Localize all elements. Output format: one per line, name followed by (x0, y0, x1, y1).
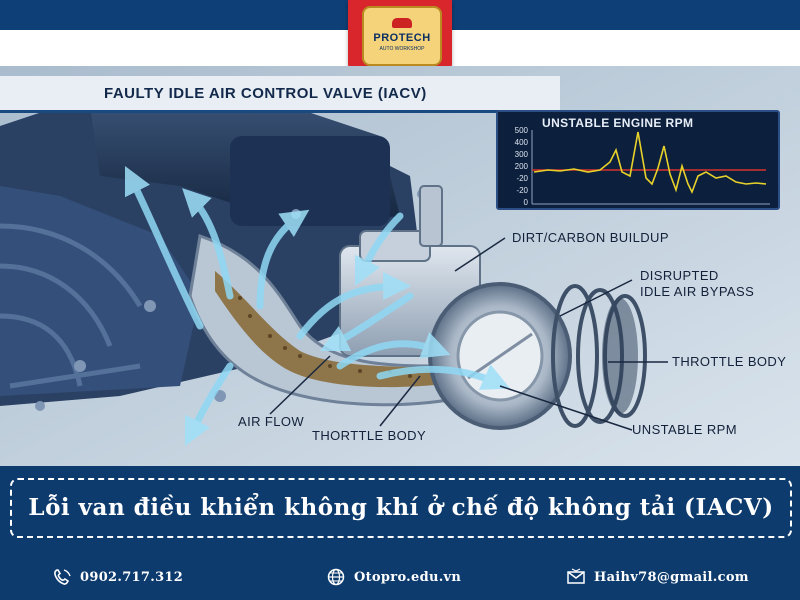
phone-icon (54, 569, 71, 585)
car-emblem-icon (392, 18, 412, 28)
label-idle-air-bypass: IDLE AIR BYPASS (640, 284, 755, 299)
logo-subtitle: AUTO WORKSHOP (379, 46, 425, 52)
footer-bar (0, 548, 800, 600)
footer-website[interactable]: Otopro.edu.vn (326, 568, 461, 586)
rpm-tick-label: 300 (514, 150, 528, 159)
logo-badge: PROTECH AUTO WORKSHOP (362, 6, 442, 66)
label-air-flow: AIR FLOW (238, 414, 305, 429)
footer-email[interactable]: Haihv78@gmail.com (566, 568, 749, 586)
footer-website-text: Otopro.edu.vn (354, 569, 462, 585)
rpm-tick-label: 400 (514, 138, 528, 147)
rpm-plot-svg (531, 130, 770, 205)
rpm-series-line (533, 131, 767, 194)
footer-email-text: Haihv78@gmail.com (594, 569, 749, 585)
rpm-inset-title: UNSTABLE ENGINE RPM (542, 116, 694, 130)
rpm-tick-label: 500 (514, 126, 528, 135)
rpm-tick-label: -20 (516, 174, 528, 183)
rpm-inset-chart: UNSTABLE ENGINE RPM 500 400 300 200 -20 … (496, 110, 780, 210)
rpm-tick-label: 200 (514, 162, 528, 171)
label-throttle-body-right: THROTTLE BODY (672, 354, 787, 369)
label-throttle-body-bottom: THORTTLE BODY (312, 428, 427, 443)
caption-text: Lỗi van điều khiển không khí ở chế độ kh… (28, 494, 774, 521)
footer-phone-text: 0902.717.312 (80, 569, 184, 585)
mail-icon (567, 568, 585, 584)
diagram-title-bar: FAULTY IDLE AIR CONTROL VALVE (IACV) (0, 76, 560, 113)
label-unstable-rpm: UNSTABLE RPM (632, 422, 737, 437)
iacv-illustration: FAULTY IDLE AIR CONTROL VALVE (IACV) UNS… (0, 66, 800, 466)
globe-icon (327, 568, 345, 586)
caption-frame (10, 478, 792, 538)
rpm-tick-label: 0 (523, 198, 528, 207)
label-dirt-carbon: DIRT/CARBON BUILDUP (512, 230, 669, 245)
logo-brand: PROTECH (373, 32, 431, 44)
diagram-title: FAULTY IDLE AIR CONTROL VALVE (IACV) (104, 85, 427, 102)
footer-phone[interactable]: 0902.717.312 (52, 568, 183, 586)
rpm-tick-label: -20 (516, 186, 528, 195)
brand-logo[interactable]: PROTECH AUTO WORKSHOP (348, 0, 452, 70)
label-disrupted: DISRUPTED (640, 268, 719, 283)
